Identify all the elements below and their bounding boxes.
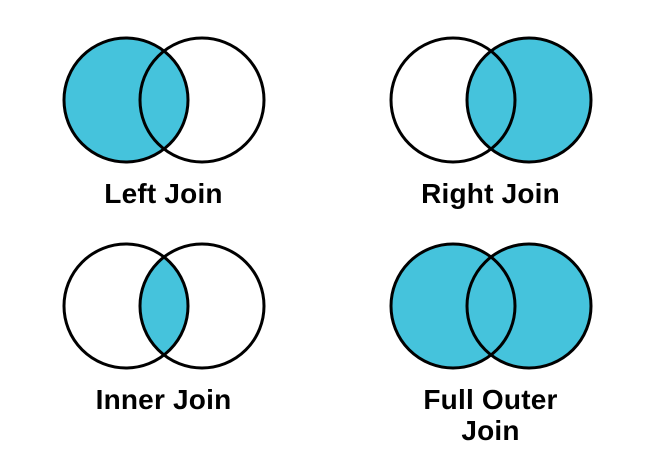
venn-label-right-join: Right Join	[421, 178, 560, 209]
intersection-fill	[466, 38, 515, 162]
venn-graphic-inner-join	[62, 242, 265, 370]
venn-cell-full-outer-join: Full Outer Join	[327, 236, 654, 447]
intersection-fill	[466, 244, 515, 368]
venn-graphic-left-join	[62, 36, 265, 164]
left-circle-outline	[62, 36, 189, 164]
venn-cell-right-join: Right Join	[327, 30, 654, 209]
venn-cell-inner-join: Inner Join	[0, 236, 327, 415]
venn-cell-left-join: Left Join	[0, 30, 327, 209]
venn-graphic-right-join	[389, 36, 592, 164]
venn-graphic-full-outer-join	[389, 242, 592, 370]
left-circle-outline	[389, 242, 516, 370]
venn-label-left-join: Left Join	[104, 178, 223, 209]
right-circle-outline	[465, 242, 592, 370]
intersection-fill	[139, 38, 188, 162]
right-circle-outline	[465, 36, 592, 164]
left-circle-outline	[389, 36, 516, 164]
left-circle-outline	[62, 242, 189, 370]
right-circle-outline	[138, 242, 265, 370]
venn-label-full-outer-join: Full Outer Join	[423, 384, 558, 447]
right-circle-outline	[138, 36, 265, 164]
venn-label-inner-join: Inner Join	[95, 384, 232, 415]
intersection-fill	[139, 244, 188, 368]
